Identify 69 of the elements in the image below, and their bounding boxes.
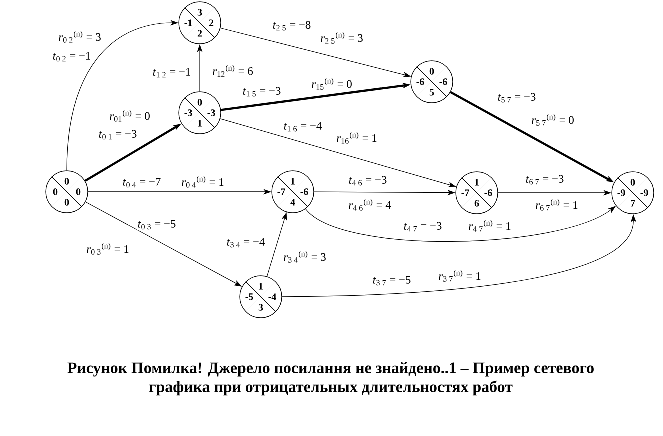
sector-value: 1 — [198, 120, 202, 127]
edge-label: t$_{3 4}$ = −4 — [226, 237, 266, 249]
event-circle — [46, 170, 88, 214]
sector-value: 3 — [258, 304, 264, 311]
sector-value: 1 — [259, 283, 263, 290]
sector-value: 3 — [198, 9, 202, 16]
edge-label: t$_{0 2}$ = −1 — [52, 51, 92, 63]
sector-value: -3 — [208, 110, 216, 116]
value-label: r$_{0 3}$$^{(n)}$ = 1 — [86, 242, 130, 256]
edge-label: t$_{0 1}$ = −3 — [98, 129, 138, 141]
value-label: r$_{3 7}$$^{(n)}$ = 1 — [438, 269, 482, 283]
event-circle — [178, 2, 222, 44]
edge-label: t$_{1 5}$ = −3 — [242, 86, 282, 98]
sector-value: -3 — [184, 110, 192, 116]
value-label: r$_{4 6}$$^{(n)}$ = 4 — [348, 198, 392, 212]
sector-value: 7 — [631, 200, 636, 207]
event-circle — [456, 172, 498, 214]
sector-value: -1 — [184, 20, 192, 26]
sector-value: 0 — [53, 188, 58, 196]
sector-value: -7 — [278, 188, 286, 196]
value-label: r$_{4 7}$$^{(n)}$ = 1 — [468, 219, 512, 233]
edge-label: t$_{1 6}$ = −4 — [282, 121, 324, 133]
sector-value: 1 — [291, 178, 295, 185]
event-circle — [240, 276, 282, 318]
sector-value: -6 — [440, 78, 448, 86]
edge-label: t$_{2 5}$ = −8 — [272, 20, 312, 32]
sector-value: -6 — [416, 78, 424, 86]
sector-value: -5 — [246, 294, 254, 300]
sector-value: -6 — [484, 190, 492, 196]
edge-label: t$_{4 7}$ = −3 — [402, 221, 444, 233]
event-circle — [410, 60, 454, 104]
sector-value: 2 — [198, 30, 202, 37]
value-label: r$_{15}$$^{(n)}$ = 0 — [310, 77, 354, 91]
sector-value: -9 — [640, 190, 648, 196]
sector-value: 1 — [475, 179, 479, 186]
edge-label: t$_{4 6}$ = −3 — [348, 175, 388, 187]
value-label: r$_{5 7}$$^{(n)}$ = 0 — [530, 113, 576, 127]
sector-value: -4 — [268, 294, 276, 300]
sector-value: 4 — [290, 199, 296, 206]
sector-value: -7 — [462, 190, 470, 196]
sector-value: 6 — [474, 200, 480, 207]
sector-value: 0 — [430, 68, 434, 75]
sector-value: 0 — [64, 178, 70, 185]
value-label: r$_{16}$$^{(n)}$ = 1 — [336, 131, 378, 145]
sector-value: -9 — [618, 190, 626, 196]
value-label: r$_{0 4}$$^{(n)}$ = 1 — [180, 175, 226, 189]
value-label: r$_{2 5}$$^{(n)}$ = 3 — [320, 31, 364, 45]
value-label: r$_{3 4}$$^{(n)}$ = 3 — [282, 250, 328, 264]
edge-label: t$_{1 2}$ = −1 — [152, 67, 192, 79]
edge-label: t$_{5 7}$ = −3 — [496, 92, 538, 104]
edge-label: t$_{3 7}$ = −5 — [372, 275, 412, 287]
value-label: r$_{01}$$^{(n)}$ = 0 — [108, 109, 152, 123]
event-circle — [612, 172, 654, 214]
value-label: r$_{6 7}$$^{(n)}$ = 1 — [534, 198, 580, 212]
value-label: r$_{0 2}$$^{(n)}$ = 3 — [58, 30, 102, 44]
sector-value: 5 — [430, 89, 434, 96]
edge-label: t$_{6 7}$ = −3 — [524, 174, 566, 186]
sector-value: 0 — [76, 188, 81, 196]
edge-label: t$_{0 4}$ = −7 — [122, 177, 162, 189]
sector-value: 0 — [198, 99, 202, 106]
value-label: r$_{12}$$^{(n)}$ = 6 — [212, 64, 254, 78]
sector-value: 0 — [630, 179, 636, 186]
event-circle — [178, 92, 222, 134]
edge-label: t$_{0 3}$ = −5 — [136, 219, 178, 231]
event-circle — [272, 170, 314, 214]
sector-value: 2 — [209, 20, 214, 26]
sector-value: 0 — [64, 199, 70, 206]
figure-caption: Рисунок Помилка! Джерело посилання не знайдено..1 – Пример сетевого графика при отрицательных длительностях работ — [68, 362, 594, 396]
sector-value: -6 — [300, 188, 308, 196]
